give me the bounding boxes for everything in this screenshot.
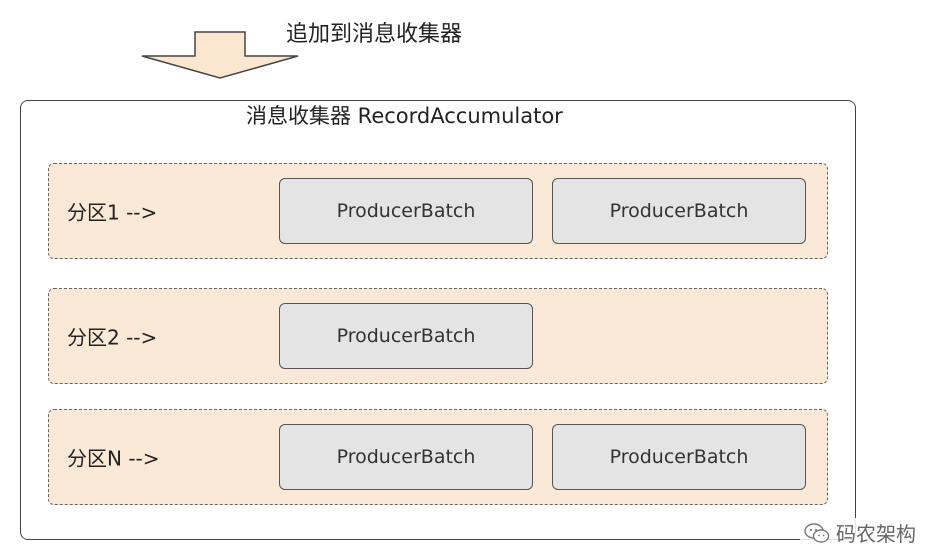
partition-row: 分区1 --> ProducerBatch ProducerBatch bbox=[48, 163, 828, 259]
append-label: 追加到消息收集器 bbox=[286, 22, 463, 47]
producer-batch: ProducerBatch bbox=[279, 178, 533, 244]
partition-row: 分区2 --> ProducerBatch bbox=[48, 288, 828, 384]
producer-batch: ProducerBatch bbox=[279, 424, 533, 490]
partition-label: 分区N --> bbox=[67, 446, 160, 471]
watermark: 码农架构 bbox=[800, 518, 920, 547]
partition-label: 分区1 --> bbox=[67, 200, 158, 225]
partition-label: 分区2 --> bbox=[67, 325, 158, 350]
record-accumulator-title: 消息收集器 RecordAccumulator bbox=[246, 104, 563, 128]
producer-batch: ProducerBatch bbox=[279, 303, 533, 369]
producer-batch: ProducerBatch bbox=[552, 424, 806, 490]
wechat-icon bbox=[804, 522, 830, 543]
partition-row: 分区N --> ProducerBatch ProducerBatch bbox=[48, 409, 828, 505]
watermark-text: 码农架构 bbox=[836, 522, 916, 546]
producer-batch: ProducerBatch bbox=[552, 178, 806, 244]
down-arrow-icon bbox=[141, 31, 299, 79]
